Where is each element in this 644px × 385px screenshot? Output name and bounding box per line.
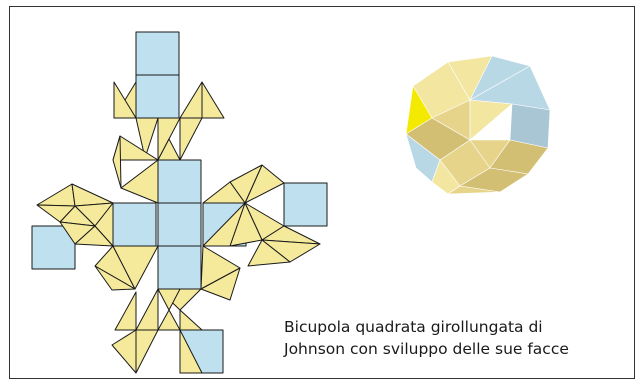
caption-line-2: Johnson con sviluppo delle sue facce [284,340,569,358]
net-triangle-face [157,138,181,161]
face-net [31,31,328,374]
net-triangle-face [94,202,114,247]
net-triangle-face [247,239,291,267]
johnson-solid-3d [405,55,551,195]
net-triangle-face [135,117,159,159]
net-square-face [157,159,202,204]
net-triangle-face [157,309,181,331]
net-square-face [157,202,202,247]
solid-face [469,99,513,141]
net-triangle-face [120,159,159,204]
net-square-face [283,182,328,227]
caption-line-1: Bicupola quadrata girollungata di [284,318,543,336]
net-square-face [135,31,180,76]
net-triangle-face [179,329,203,374]
net-triangle-face [112,245,159,290]
net-triangle-face [113,81,137,119]
net-triangle-face [114,291,137,331]
net-triangle-face [111,329,137,374]
net-square-face [157,245,202,290]
net-triangle-face [202,202,246,247]
net-triangle-face [200,267,241,301]
net-triangle-face [94,265,136,291]
net-triangle-face [36,204,76,223]
net-triangle-face [157,288,181,311]
net-triangle-face [201,81,225,119]
net-triangle-face [112,135,122,189]
caption: Bicupola quadrata girollungata di Johnso… [284,316,634,360]
solid-face [447,185,501,195]
net-square-face [135,74,180,119]
net-triangle-face [179,309,203,331]
net-square-face [112,202,157,247]
net-triangle-face [202,181,246,204]
